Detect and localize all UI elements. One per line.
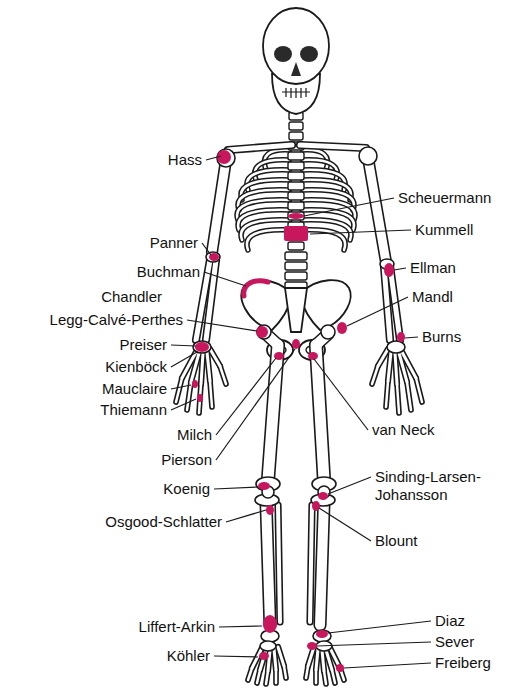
leader-line (319, 508, 371, 541)
disease-label: Milch (177, 426, 212, 444)
lesion-highlights (192, 150, 405, 672)
leader-line (206, 156, 221, 160)
disease-label: Liffert-Arkin (139, 618, 215, 636)
leader-line (187, 320, 257, 331)
leader-line (405, 337, 418, 338)
leader-line (216, 358, 276, 435)
disease-label: Thiemann (100, 401, 167, 419)
disease-label: Sinding-Larsen- Johansson (375, 468, 501, 504)
disease-label: Sever (435, 633, 474, 651)
disease-label: Mandl (412, 288, 453, 306)
disease-label: Pierson (161, 451, 212, 469)
disease-label: Koenig (163, 480, 210, 498)
leader-line (347, 297, 408, 326)
disease-label: Legg-Calvé-Perthes (50, 311, 183, 329)
leader-line (171, 352, 197, 367)
disease-label: van Neck (372, 421, 435, 439)
pelvis (241, 280, 350, 360)
disease-label: Panner (150, 234, 198, 252)
leader-line (314, 359, 368, 430)
disease-label: Ellman (410, 259, 456, 277)
leader-line (214, 487, 258, 489)
leader-line (328, 621, 431, 633)
leader-line (317, 642, 431, 646)
leader-lines (171, 156, 431, 668)
limb-bones (176, 145, 422, 684)
disease-label: Kienböck (105, 358, 167, 376)
disease-label: Osgood-Schlatter (105, 513, 222, 531)
disease-label: Mauclaire (102, 380, 167, 398)
leader-line (310, 230, 411, 234)
disease-label: Chandler (101, 288, 162, 306)
leader-line (204, 272, 246, 286)
disease-label: Blount (375, 532, 418, 550)
disease-label: Köhler (167, 647, 210, 665)
disease-label: Freiberg (435, 654, 491, 672)
leader-line (304, 198, 394, 216)
disease-label: Preiser (119, 336, 167, 354)
leader-line (226, 510, 266, 522)
leader-line (171, 345, 196, 346)
leader-line (171, 399, 196, 410)
leader-line (344, 663, 431, 668)
leader-line (216, 349, 295, 460)
disease-label: Scheuermann (398, 189, 491, 207)
joints (193, 147, 405, 651)
leader-line (328, 477, 371, 494)
leader-line (219, 626, 262, 627)
leader-line (171, 385, 191, 389)
ribcage (237, 146, 355, 250)
disease-label: Kummell (415, 221, 473, 239)
skull (263, 8, 329, 114)
spine (285, 112, 307, 290)
disease-label: Burns (422, 328, 461, 346)
leader-line (202, 243, 211, 255)
leader-line (214, 656, 258, 657)
disease-label: Hass (168, 151, 202, 169)
disease-label: Buchman (137, 263, 200, 281)
leader-line (394, 268, 406, 270)
disease-label: Diaz (435, 612, 465, 630)
